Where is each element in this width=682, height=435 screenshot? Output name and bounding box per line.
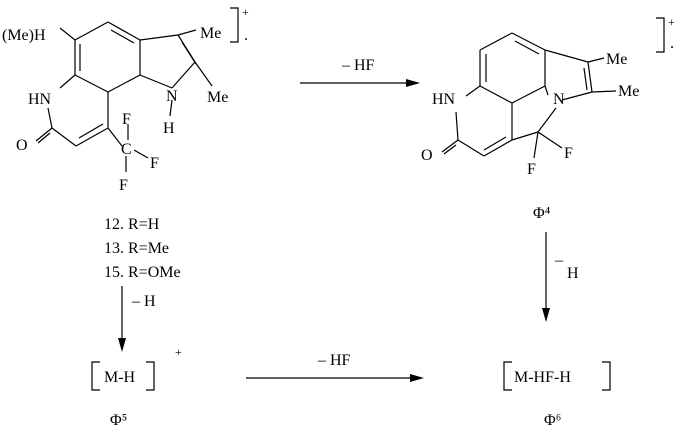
bracket-mh-left xyxy=(91,361,100,391)
fragment-mh-charge: + xyxy=(175,345,182,359)
carbonyl-o-left: O xyxy=(16,137,28,154)
bracket-left xyxy=(230,7,239,43)
cf2-f1: F xyxy=(527,161,536,178)
arrow-left-head xyxy=(118,338,126,352)
ring-n-right: N xyxy=(553,91,565,108)
compound-12: 12. R=H xyxy=(104,216,160,233)
compound-13: 13. R=Me xyxy=(104,240,169,257)
indole-h: H xyxy=(163,120,175,137)
radical-right: . xyxy=(670,35,674,52)
bracket-right xyxy=(656,17,665,53)
charge-left: + xyxy=(242,5,249,19)
arrow-top-head xyxy=(406,79,420,87)
phi4-label: Φ⁴ xyxy=(533,205,551,222)
phi5-label: Φ⁵ xyxy=(110,412,127,429)
carbonyl-o-right: O xyxy=(421,147,433,164)
compound-15: 15. R=OMe xyxy=(104,264,181,281)
cf3-c: C xyxy=(121,141,132,158)
bracket-mhfh-left xyxy=(503,361,512,391)
me-top-left: Me xyxy=(200,25,221,42)
molecule-left xyxy=(35,21,213,172)
cf2-f2: F xyxy=(564,145,573,162)
substituent-label: (Me)H xyxy=(2,27,46,44)
arrow-top-label: – HF xyxy=(341,57,375,74)
nh-left: HN xyxy=(28,91,52,108)
arrow-bottom-head xyxy=(410,374,424,382)
bracket-mhfh-right xyxy=(602,361,611,391)
arrow-bottom-label: – HF xyxy=(317,352,351,369)
me-top-right: Me xyxy=(606,51,627,68)
arrow-right-head xyxy=(542,308,550,322)
fragment-mh: M-H xyxy=(104,369,136,386)
arrow-left-label: – H xyxy=(131,293,156,310)
radical-left: . xyxy=(244,27,248,44)
phi6-label: Φ⁶ xyxy=(544,412,561,429)
bracket-mh-right xyxy=(146,361,155,391)
nh-right: HN xyxy=(432,91,456,108)
charge-right: + xyxy=(668,15,675,29)
cf3-f3: F xyxy=(119,177,128,194)
me-right-left: Me xyxy=(207,89,228,106)
molecule-right xyxy=(441,32,617,159)
arrow-right-minus: – xyxy=(554,252,564,269)
fragment-mhfh: M-HF-H xyxy=(514,369,571,386)
arrow-right-h: H xyxy=(567,265,579,282)
cf3-f1: F xyxy=(122,111,131,128)
indole-n: N xyxy=(166,88,178,105)
cf3-f2: F xyxy=(150,155,159,172)
me-right-right: Me xyxy=(618,83,639,100)
